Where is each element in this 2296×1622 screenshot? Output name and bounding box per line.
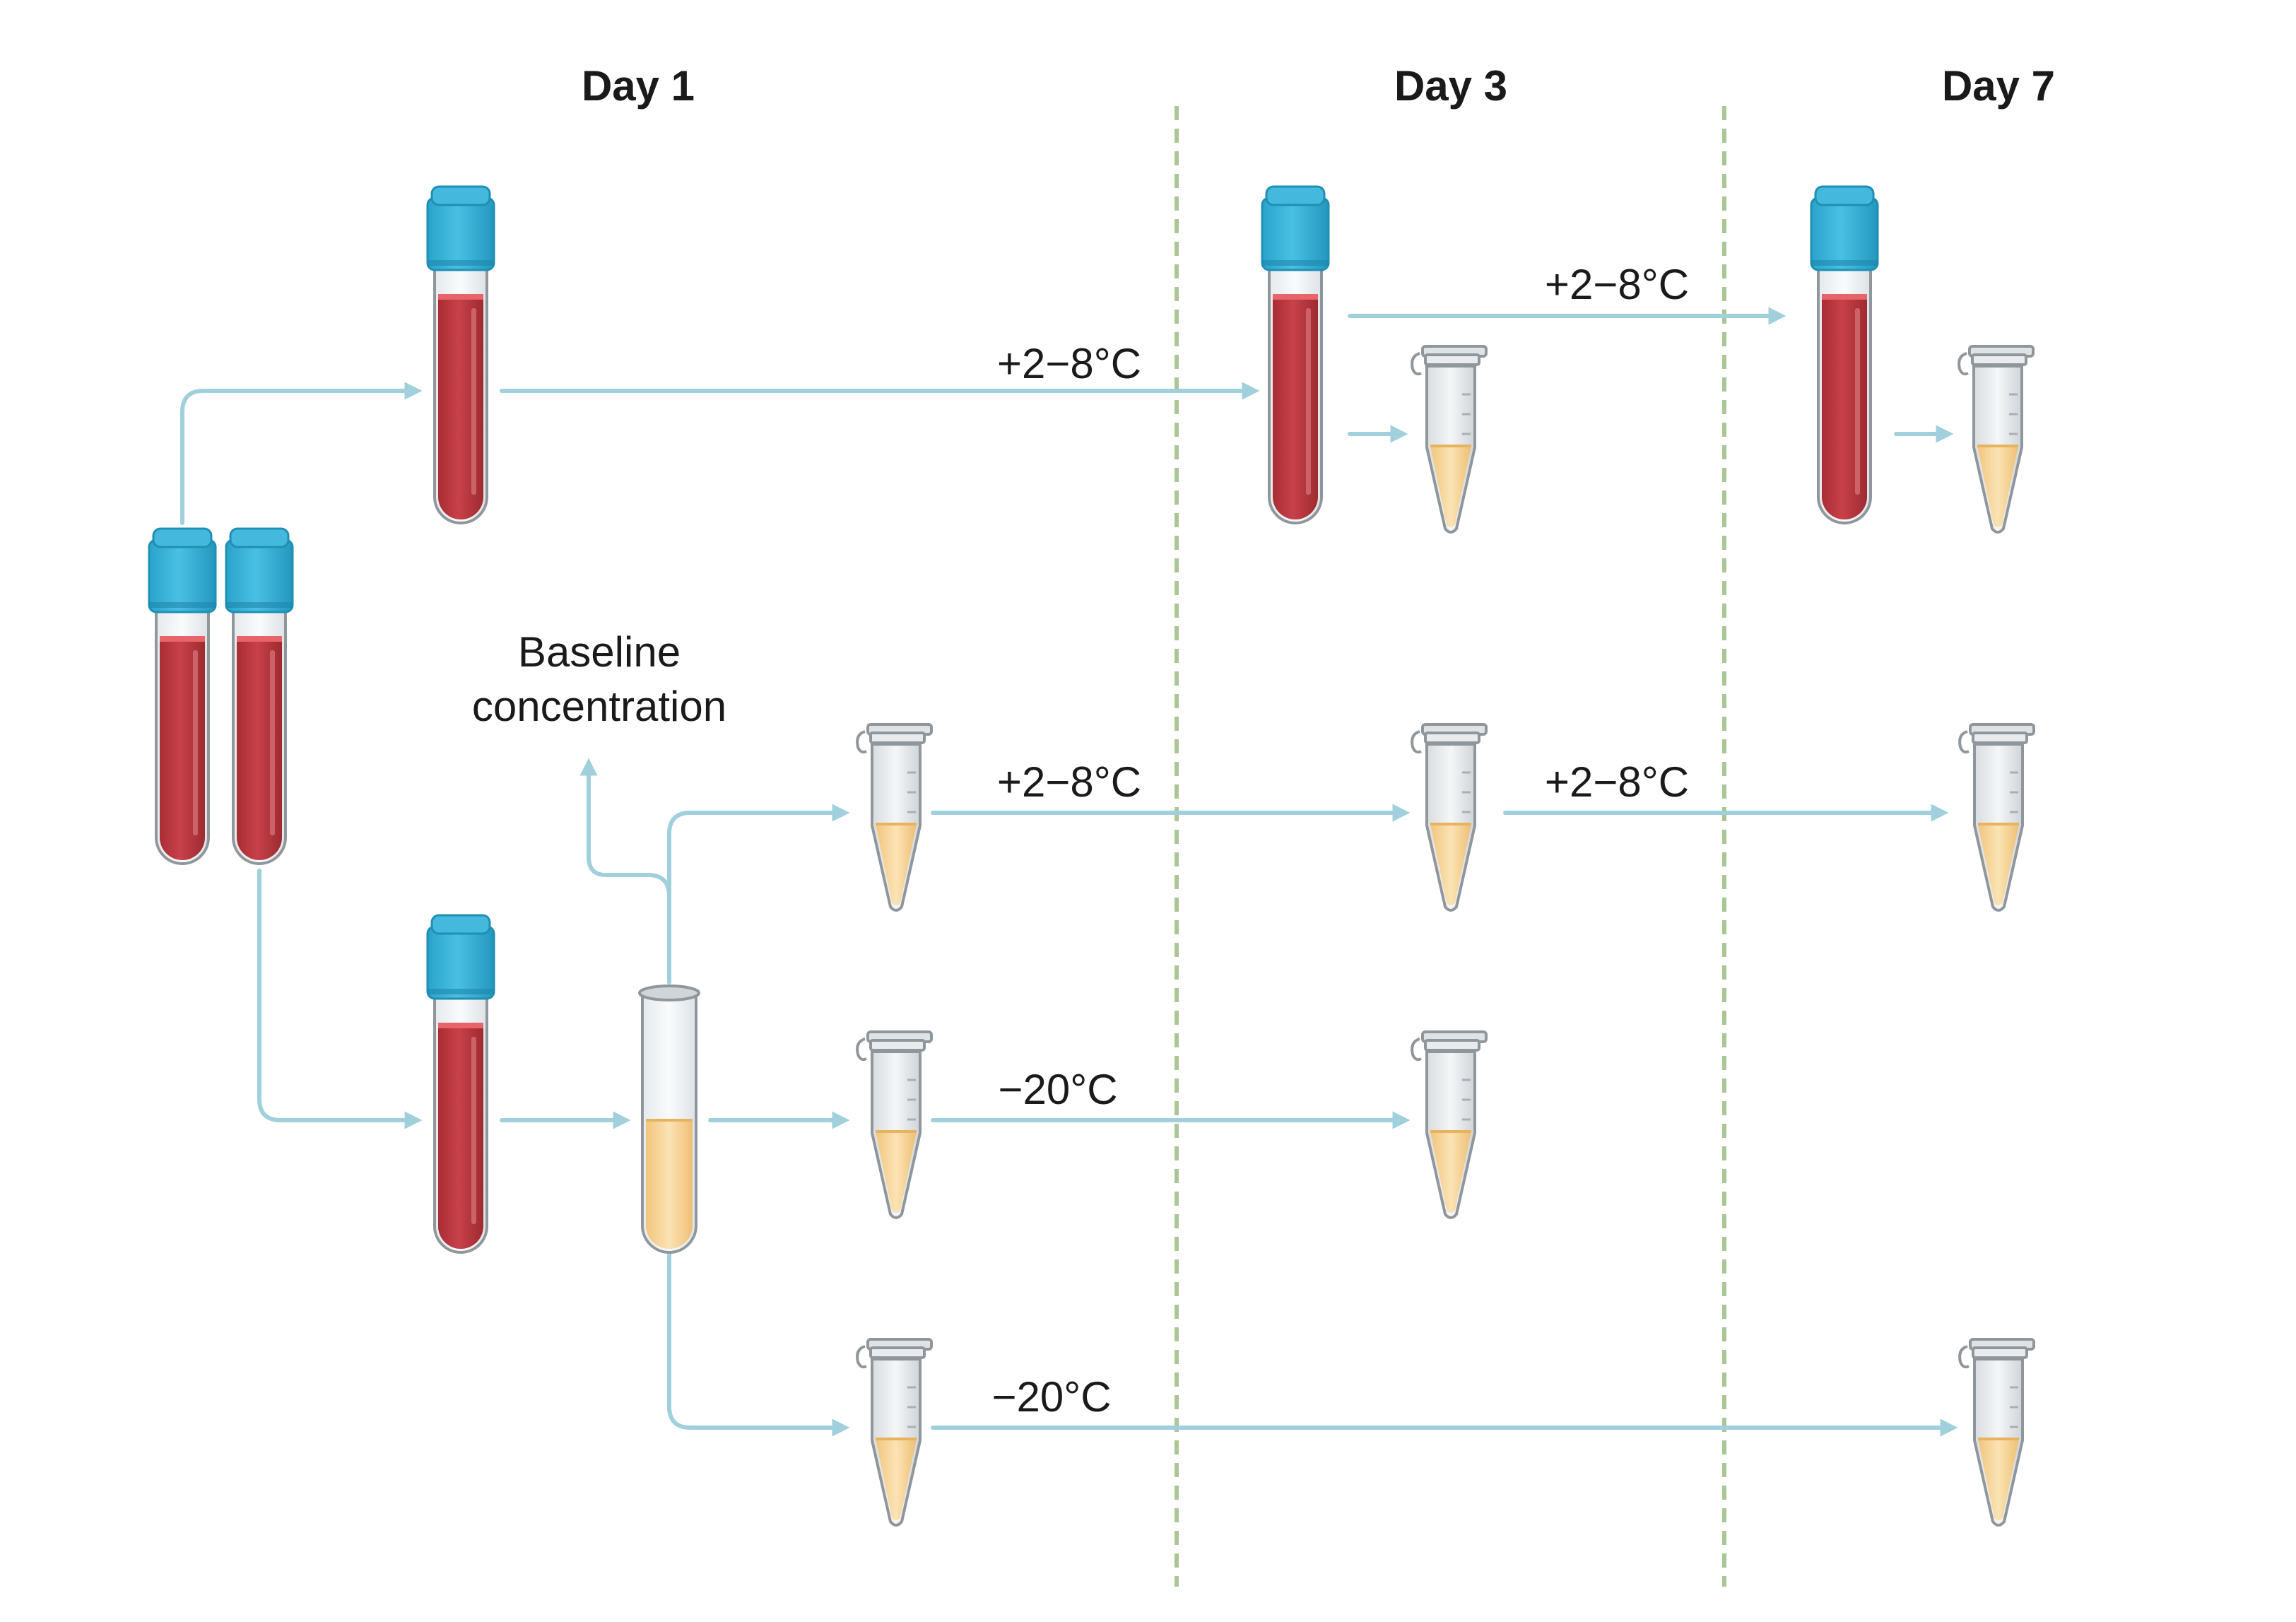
row2-day1-aliquot	[856, 723, 933, 912]
temp-row2-day1-day3: +2−8°C	[997, 758, 1141, 806]
temp-row1-day1-day3: +2−8°C	[997, 340, 1141, 387]
arrow-plasma-to-row2-aliquot	[667, 804, 850, 985]
row3-day1-aliquot	[856, 1030, 933, 1219]
arrow-source-to-bottom-tube	[257, 869, 423, 1129]
row4-day1-aliquot	[856, 1338, 933, 1527]
source-blood-tube-right	[225, 527, 294, 865]
baseline-label-line1: Baseline	[518, 628, 681, 676]
temp-row1-day3-day7: +2−8°C	[1545, 261, 1689, 308]
temp-row4-day1-day7: −20°C	[991, 1373, 1111, 1421]
row1-day7-blood-tube	[1810, 185, 1879, 524]
plasma-tube	[638, 985, 700, 1254]
row2-day7-aliquot	[1958, 723, 2035, 912]
row1-day1-blood-tube	[426, 185, 495, 524]
row2-day3-aliquot	[1411, 723, 1488, 912]
row1-day7-aliquot	[1958, 345, 2035, 534]
temp-row2-day3-day7: +2−8°C	[1545, 758, 1689, 806]
row3-day3-aliquot	[1411, 1030, 1488, 1219]
day1-label: Day 1	[582, 62, 695, 110]
flow-arrows	[180, 307, 1958, 1437]
baseline-label-line2: concentration	[472, 683, 726, 730]
day3-label: Day 3	[1394, 62, 1507, 110]
arrow-source-to-row1-tube	[180, 382, 423, 525]
row1-day3-blood-tube	[1261, 185, 1330, 524]
arrow-plasma-to-baseline	[579, 758, 671, 898]
day7-label: Day 7	[1942, 62, 2055, 110]
row4-day7-aliquot	[1958, 1338, 2035, 1527]
row1-day3-aliquot	[1411, 345, 1488, 534]
temp-row3-day1-day3: −20°C	[998, 1066, 1117, 1113]
source-blood-tube-left	[148, 527, 217, 865]
vessels	[148, 185, 2035, 1527]
bottom-day1-blood-tube	[426, 914, 495, 1254]
arrow-plasma-to-row4-aliquot	[667, 1252, 850, 1437]
